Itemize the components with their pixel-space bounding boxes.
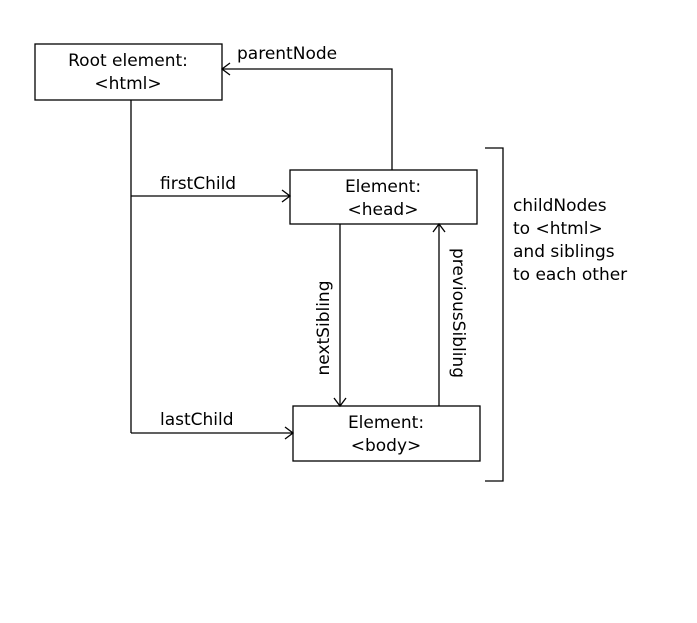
head-element-node: Element: <head> xyxy=(289,169,478,225)
head-element-box xyxy=(289,169,478,225)
child-nodes-note-line4: to each other xyxy=(513,265,627,285)
body-element-label-line2: <body> xyxy=(351,436,422,456)
root-element-node: Root element: <html> xyxy=(34,43,223,101)
root-element-label-line2: <html> xyxy=(94,74,161,94)
first-child-arrowhead xyxy=(281,189,292,203)
head-element-label-line1: Element: xyxy=(345,177,421,197)
parent-node-edge: parentNode xyxy=(220,44,393,170)
last-child-edge: lastChild xyxy=(131,410,295,440)
root-element-label-line1: Root element: xyxy=(68,51,188,71)
previous-sibling-edge: previousSibling xyxy=(432,222,468,406)
next-sibling-edge: nextSibling xyxy=(314,224,347,408)
root-element-box xyxy=(34,43,223,101)
parent-node-arrowhead xyxy=(220,62,231,76)
child-nodes-note-line3: and siblings xyxy=(513,242,615,262)
child-nodes-bracket xyxy=(485,147,504,482)
previous-sibling-label: previousSibling xyxy=(448,248,468,378)
previous-sibling-arrowhead xyxy=(432,222,446,233)
parent-node-line xyxy=(222,68,393,170)
first-child-label: firstChild xyxy=(160,174,236,194)
body-element-label-line1: Element: xyxy=(348,413,424,433)
parent-node-label: parentNode xyxy=(237,44,337,64)
first-child-edge: firstChild xyxy=(131,174,292,203)
child-nodes-note-line2: to <html> xyxy=(513,219,603,239)
next-sibling-label: nextSibling xyxy=(314,281,334,376)
last-child-arrowhead xyxy=(284,426,295,440)
head-element-label-line2: <head> xyxy=(348,200,419,220)
body-element-box xyxy=(292,405,481,462)
child-nodes-note: childNodes to <html> and siblings to eac… xyxy=(513,196,627,285)
last-child-label: lastChild xyxy=(160,410,234,430)
next-sibling-arrowhead xyxy=(333,397,347,408)
child-nodes-note-line1: childNodes xyxy=(513,196,607,216)
body-element-node: Element: <body> xyxy=(292,405,481,462)
